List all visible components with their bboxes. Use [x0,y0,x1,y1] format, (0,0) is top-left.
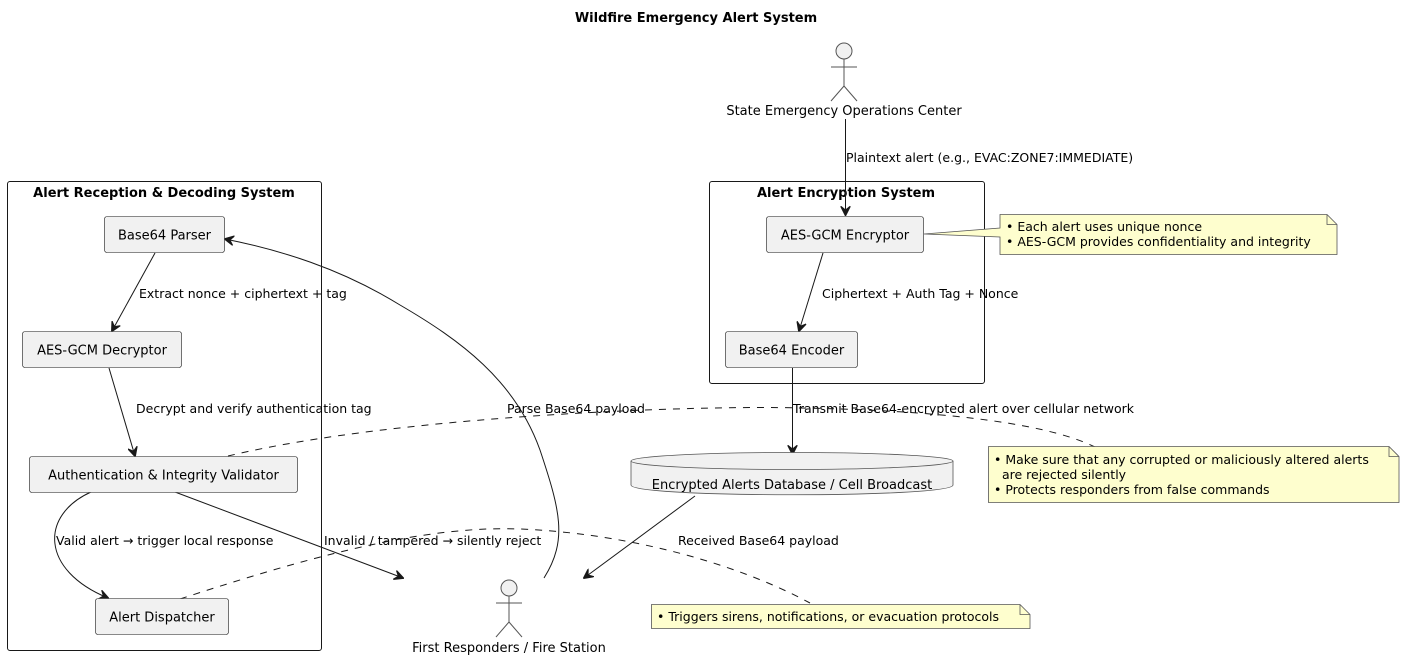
node-aes-encryptor-label: AES-GCM Encryptor [781,229,910,244]
note-encryptor-line-2: • AES-GCM provides confidentiality and i… [1006,234,1311,249]
node-aes-encryptor[interactable]: AES-GCM Encryptor [766,216,924,253]
note-encryptor: • Each alert uses unique nonce • AES-GCM… [923,214,1338,255]
actor-first-responders-label: First Responders / Fire Station [412,641,606,656]
actor-icon [495,579,523,638]
note-validator-line-1: • Make sure that any corrupted or malici… [994,452,1369,467]
edge-extract [112,252,156,331]
edge-invalid [174,491,403,578]
node-base64-encoder-label: Base64 Encoder [739,344,845,359]
note-connector-dispatcher [179,528,811,604]
note-validator-line-2: are rejected silently [994,467,1127,482]
edge-decrypt-label: Decrypt and verify authentication tag [136,401,372,416]
node-alert-dispatcher[interactable]: Alert Dispatcher [95,598,229,635]
node-aes-decryptor-label: AES-GCM Decryptor [37,344,168,359]
edge-decrypt [108,367,135,456]
node-database-label: Encrypted Alerts Database / Cell Broadca… [652,478,932,493]
edge-ciphertext [799,252,824,331]
note-encryptor-line-1: • Each alert uses unique nonce [1006,219,1202,234]
edge-valid [54,491,108,598]
node-database[interactable]: Encrypted Alerts Database / Cell Broadca… [630,452,954,496]
node-alert-dispatcher-label: Alert Dispatcher [109,611,215,626]
note-validator: • Make sure that any corrupted or malici… [988,446,1400,503]
node-base64-parser[interactable]: Base64 Parser [104,216,225,253]
package-reception: Alert Reception & Decoding System [7,181,322,651]
edge-ciphertext-label: Ciphertext + Auth Tag + Nonce [822,286,1019,301]
actor-first-responders[interactable]: First Responders / Fire Station [412,579,606,656]
actor-icon [830,42,858,102]
node-aes-decryptor[interactable]: AES-GCM Decryptor [22,331,182,368]
actor-state-eoc-label: State Emergency Operations Center [726,104,962,119]
node-base64-encoder[interactable]: Base64 Encoder [725,331,858,368]
node-auth-validator[interactable]: Authentication & Integrity Validator [29,456,298,493]
node-base64-parser-label: Base64 Parser [118,229,212,244]
edge-received [584,495,696,578]
note-validator-line-3: • Protects responders from false command… [994,482,1270,497]
edge-received-label: Received Base64 payload [678,533,839,548]
note-dispatcher-line-1: • Triggers sirens, notifications, or eva… [657,609,999,624]
edge-valid-label: Valid alert → trigger local response [56,533,274,548]
edge-invalid-label: Invalid / tampered → silently reject [324,533,541,548]
note-dispatcher: • Triggers sirens, notifications, or eva… [651,604,1031,629]
edge-extract-label: Extract nonce + ciphertext + tag [139,286,347,301]
edge-parse-label: Parse Base64 payload [507,401,645,416]
edge-parse [225,239,560,579]
edge-plaintext-label: Plaintext alert (e.g., EVAC:ZONE7:IMMEDI… [846,150,1133,165]
package-reception-title: Alert Reception & Decoding System [33,186,295,201]
edge-transmit-label: Transmit Base64-encrypted alert over cel… [792,401,1135,416]
diagram-title: Wildfire Emergency Alert System [575,11,817,26]
actor-state-eoc[interactable]: State Emergency Operations Center [726,42,962,119]
node-auth-validator-label: Authentication & Integrity Validator [48,469,279,484]
